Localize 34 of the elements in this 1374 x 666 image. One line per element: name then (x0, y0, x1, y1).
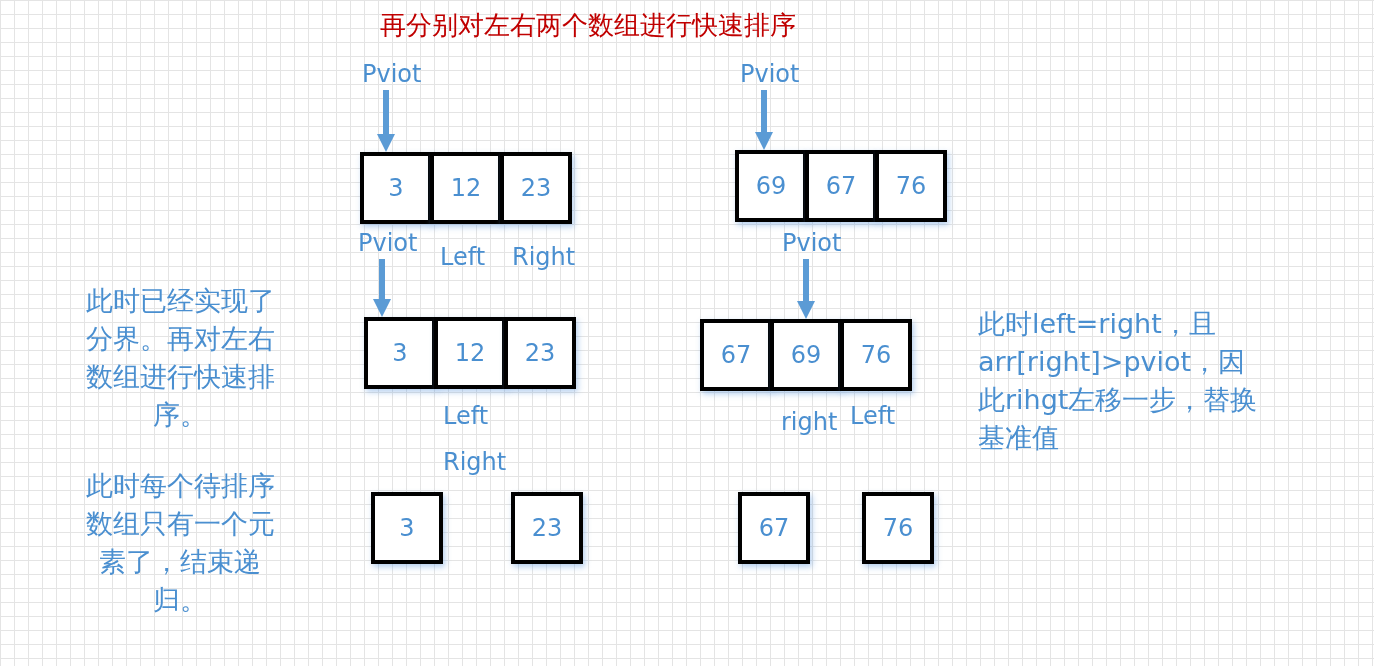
pointer-name: Left (440, 243, 486, 271)
array-cell: 67 (738, 492, 810, 564)
pointer-name: Right (443, 448, 507, 476)
array-cell: 23 (511, 492, 583, 564)
pointer-arrow (797, 259, 815, 319)
pointer-name: Left (850, 402, 896, 430)
note-text: 此时left=right，且arr[right]>pviot，因此rihgt左移一步，替换基准值 (978, 307, 1259, 455)
array-cell: 12 (434, 317, 506, 389)
pointer-label: Pviot (362, 60, 422, 88)
note-text: 此时已经实现了分界。再对左右数组进行快速排序。 (85, 284, 275, 432)
pointer-arrow (377, 90, 395, 152)
pointer-arrow (373, 259, 391, 317)
array-cell: 69 (735, 150, 807, 222)
array-cell: 76 (875, 150, 947, 222)
pointer-label: Pviot (782, 229, 842, 257)
pointer-name: Right (512, 243, 576, 271)
note-text: 此时每个待排序数组只有一个元素了，结束递归。 (85, 469, 275, 617)
title: 再分别对左右两个数组进行快速排序 (380, 9, 796, 42)
array-cell: 23 (500, 152, 572, 224)
array-cell: 76 (840, 319, 912, 391)
pointer-arrow (755, 90, 773, 150)
array-cell: 3 (371, 492, 443, 564)
array-cell: 67 (700, 319, 772, 391)
array-cell: 69 (770, 319, 842, 391)
array-cell: 3 (360, 152, 432, 224)
array-cell: 12 (430, 152, 502, 224)
pointer-label: Pviot (358, 229, 418, 257)
pointer-name: Left (443, 402, 489, 430)
array-cell: 23 (504, 317, 576, 389)
pointer-label: Pviot (740, 60, 800, 88)
pointer-name: right (781, 408, 838, 436)
array-cell: 76 (862, 492, 934, 564)
array-cell: 67 (805, 150, 877, 222)
array-cell: 3 (364, 317, 436, 389)
